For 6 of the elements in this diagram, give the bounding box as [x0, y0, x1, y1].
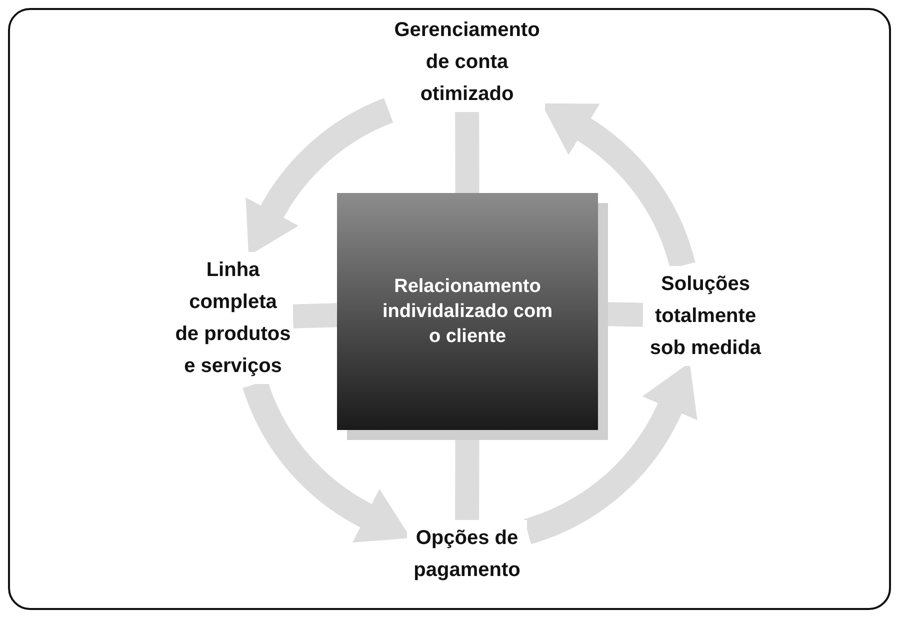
- connector-bar: [292, 303, 338, 328]
- node-label: Linha completa de produtos e serviços: [173, 252, 293, 384]
- center-box: [337, 193, 598, 430]
- cycle-arrow: [246, 98, 394, 255]
- box-text: Relacionamento individalizado com o cliente: [382, 275, 552, 349]
- connector-bar: [455, 112, 480, 194]
